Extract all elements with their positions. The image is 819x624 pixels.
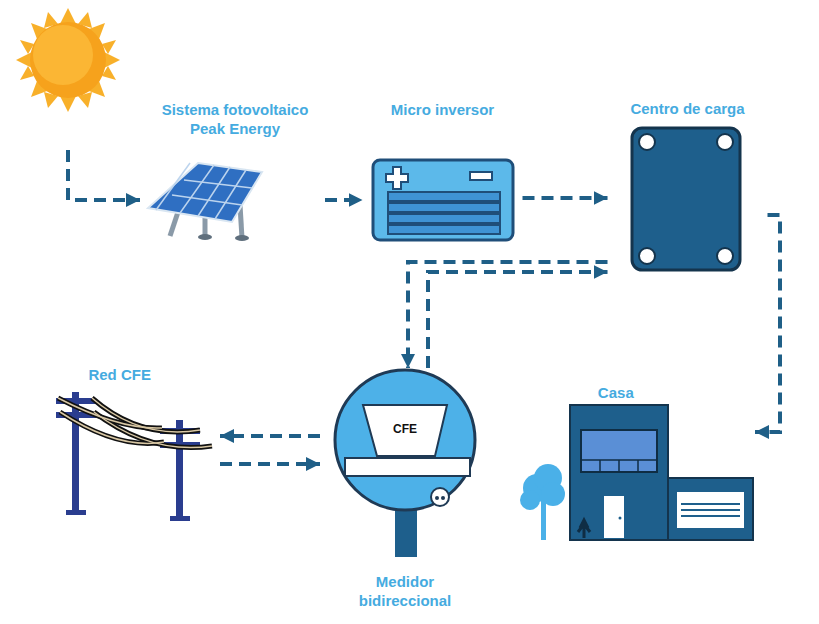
node-label: Micro inversor [368, 100, 518, 119]
house-icon [520, 405, 753, 540]
flow-connector [523, 196, 608, 200]
meter-icon [335, 370, 475, 557]
flow-connector [428, 272, 608, 368]
diagram-node: Red CFE [50, 365, 220, 525]
meter-brand: CFE [380, 422, 430, 436]
flow-connector [755, 215, 780, 432]
flow-connector [220, 434, 320, 438]
diagram-node: Casa [515, 380, 755, 545]
inverter-icon [373, 160, 513, 240]
sun-icon [16, 8, 120, 112]
power-grid-icon [56, 392, 212, 521]
node-label: Medidor bidireccional [345, 572, 465, 610]
node-label: Casa [576, 383, 656, 402]
flow-connector [408, 262, 608, 368]
node-label: Centro de carga [613, 99, 763, 118]
diagram-node: Micro inversor [363, 98, 523, 243]
flow-connector [325, 198, 363, 202]
node-label: Red CFE [60, 365, 180, 384]
diagram-node: Centro de carga [608, 97, 768, 275]
diagram-node: CFE Medidor bidireccional [320, 368, 490, 618]
solar-panel-icon [148, 163, 262, 241]
flow-connector [220, 462, 320, 466]
node-label: Sistema fotovoltaico Peak Energy [150, 100, 320, 138]
diagram-node: Sistema fotovoltaico Peak Energy [145, 98, 325, 240]
sun-ray-arrow [68, 150, 140, 200]
load-center-icon [632, 128, 740, 270]
